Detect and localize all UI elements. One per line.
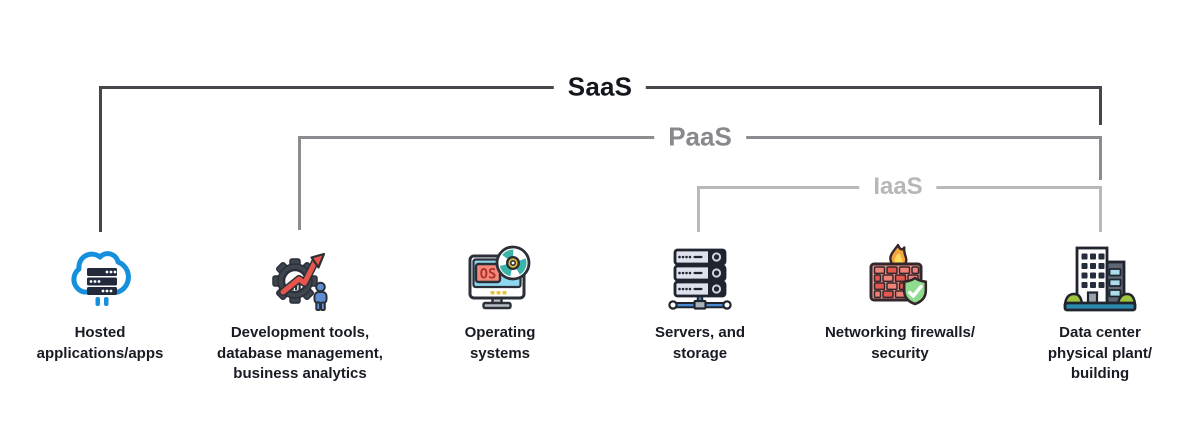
- paas-bracket-right-vertical: [1099, 136, 1102, 180]
- saas-bracket-left-vertical: [99, 86, 102, 232]
- icon-columns: Hosted applications/apps: [0, 236, 1200, 385]
- iaas-bracket-left-vertical: [697, 186, 700, 232]
- column-label: Servers, and storage: [654, 324, 746, 362]
- operating-system-monitor-icon: OS: [461, 236, 539, 312]
- data-center-building-icon: [1061, 236, 1139, 312]
- iaas-bracket-right-vertical: [1099, 186, 1102, 232]
- column-development-tools: Development tools, database management, …: [200, 236, 400, 385]
- column-label: Data center physical plant/ building: [1047, 324, 1153, 382]
- column-label: Operating systems: [464, 324, 536, 362]
- paas-label: PaaS: [654, 121, 746, 153]
- column-servers-storage: Servers, and storage: [600, 236, 800, 385]
- development-tools-gear-icon: [261, 236, 339, 312]
- cloud-hosted-apps-icon: [61, 236, 139, 312]
- column-label: Networking firewalls/ security: [824, 324, 976, 362]
- os-screen-text: OS: [480, 267, 497, 283]
- column-label: Development tools, database management, …: [217, 324, 383, 382]
- saas-label: SaaS: [553, 71, 647, 103]
- saas-bracket-right-vertical: [1099, 86, 1102, 125]
- iaas-label: IaaS: [859, 173, 937, 201]
- column-data-center: Data center physical plant/ building: [1000, 236, 1200, 385]
- column-hosted-apps: Hosted applications/apps: [0, 236, 200, 385]
- servers-storage-icon: [661, 236, 739, 312]
- column-label: Hosted applications/apps: [36, 324, 164, 362]
- paas-bracket-left-vertical: [298, 136, 301, 230]
- firewall-security-icon: [861, 236, 939, 312]
- column-networking-firewalls: Networking firewalls/ security: [800, 236, 1000, 385]
- column-operating-systems: OS Operating systems: [400, 236, 600, 385]
